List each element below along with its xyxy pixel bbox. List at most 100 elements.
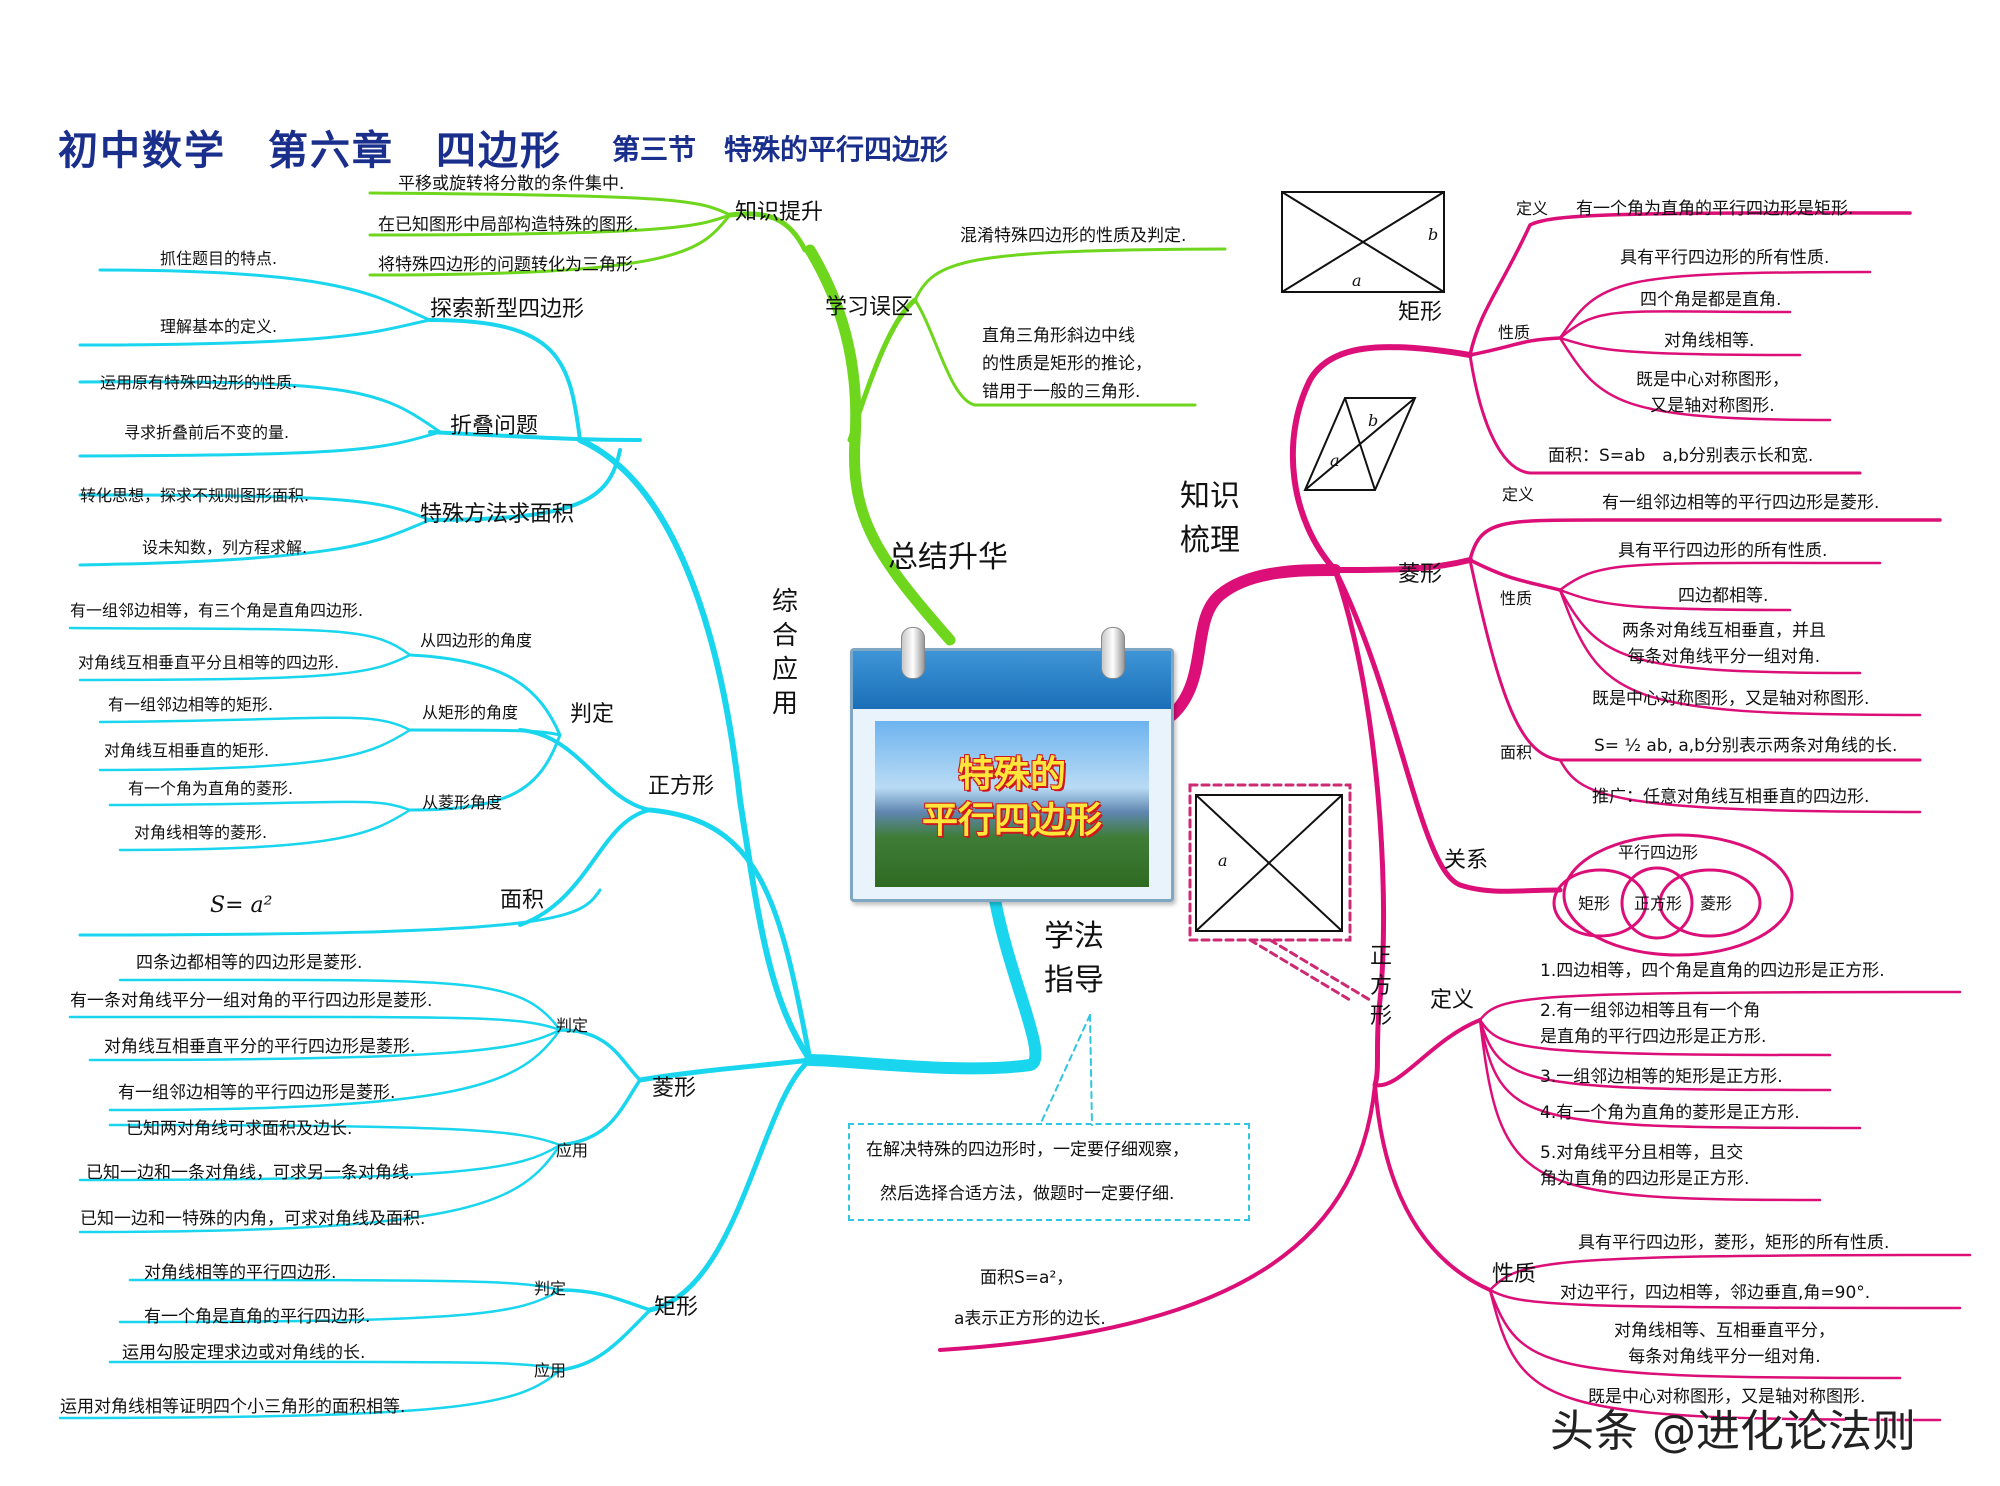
rhombus-use-item: 已知两对角线可求面积及边长.: [126, 1119, 353, 1139]
venn-parallelogram: 平行四边形: [1618, 843, 1699, 862]
square-angle-label: 从菱形角度: [422, 793, 503, 812]
landscape-image: 特殊的 平行四边形: [875, 721, 1149, 887]
rect-side-a: a: [1352, 271, 1362, 290]
explore-item: 理解基本的定义.: [160, 317, 278, 336]
branch-summary: 总结升华: [888, 540, 1008, 575]
rhombus-judge-item: 有一条对角线平分一组对角的平行四边形是菱形.: [70, 991, 433, 1011]
rhombus-prop: 两条对角线互相垂直，并且 每条对角线平分一组对角.: [1622, 621, 1826, 667]
mistake-item: 混淆特殊四边形的性质及判定.: [960, 226, 1187, 246]
square-def-label: 定义: [1430, 988, 1475, 1013]
square-angle-item: 对角线互相垂直的矩形.: [104, 741, 270, 760]
square-angle-item: 有一组邻边相等的矩形.: [108, 695, 274, 714]
rhombus-def-label: 定义: [1502, 485, 1535, 504]
rect-side-b: b: [1428, 225, 1439, 244]
rhombus-judge-item: 四条边都相等的四边形是菱形.: [136, 953, 363, 973]
watermark: 头条 @进化论法则: [1550, 1406, 1916, 1457]
upgrade-item: 在已知图形中局部构造特殊的图形.: [378, 215, 639, 235]
cyan-trunk: [804, 894, 1042, 1075]
square-def: 1.四边相等，四个角是直角的四边形是正方形.: [1540, 961, 1885, 981]
rect-area: 面积：S=ab a,b分别表示长和宽.: [1548, 446, 1814, 466]
rhombus-def: 有一组邻边相等的平行四边形是菱形.: [1602, 493, 1880, 513]
fold-label: 折叠问题: [450, 414, 539, 439]
rect-prop: 既是中心对称图形， 又是轴对称图形.: [1636, 370, 1789, 416]
square-def: 2.有一组邻边相等且有一个角 是直角的平行四边形是正方形.: [1540, 1001, 1767, 1047]
area-method-item: 转化思想，探求不规则图形面积.: [80, 486, 310, 505]
square-area-label: 面积: [500, 888, 545, 913]
rhombus-prop: 四边都相等.: [1678, 586, 1769, 606]
knowledge-rhombus-label: 菱形: [1398, 562, 1443, 587]
rhombus-area: S= ½ ab, a,b分别表示两条对角线的长.: [1594, 736, 1898, 756]
rect-prop: 四个角是都是直角.: [1640, 290, 1782, 310]
rect-def: 有一个角为直角的平行四边形是矩形.: [1576, 199, 1854, 219]
venn-rect: 矩形: [1578, 894, 1611, 913]
section-title: 第三节 特殊的平行四边形: [612, 133, 949, 166]
rhombus-area-label: 面积: [1500, 743, 1533, 762]
upgrade-item: 将特殊四边形的问题转化为三角形.: [378, 255, 639, 275]
rhombus-extend: 推广：任意对角线互相垂直的四边形.: [1592, 787, 1870, 807]
rhombus-use-item: 已知一边和一条对角线，可求另一条对角线.: [86, 1163, 415, 1183]
square-def: 4.有一个角为直角的菱形是正方形.: [1540, 1103, 1800, 1123]
rhombus-diag-b: b: [1368, 411, 1379, 430]
knowledge-rect-label: 矩形: [1398, 300, 1443, 325]
square-def: 3.一组邻边相等的矩形是正方形.: [1540, 1067, 1783, 1087]
center-title-line1: 特殊的: [957, 754, 1066, 795]
square-area-formula: S= a²: [210, 893, 273, 918]
square-angle-item: 对角线相等的菱形.: [134, 823, 268, 842]
rhombus-diag-a: a: [1330, 451, 1340, 470]
rectangle-figure: [1281, 191, 1445, 293]
relation-label: 关系: [1444, 848, 1489, 873]
page-title: 初中数学 第六章 四边形: [58, 128, 562, 174]
apply-rhombus-label: 菱形: [652, 1076, 697, 1101]
rect-def-label: 定义: [1516, 199, 1549, 218]
square-angle-label: 从矩形的角度: [422, 703, 519, 722]
green-to-mistakes: [847, 297, 918, 443]
square-prop: 具有平行四边形，菱形，矩形的所有性质.: [1578, 1233, 1890, 1253]
branch-knowledge: 知识 梳理: [1180, 479, 1240, 558]
rect-prop: 具有平行四边形的所有性质.: [1620, 248, 1830, 268]
square-judge-label: 判定: [570, 702, 615, 727]
method-note-line: 在解决特殊的四边形时，一定要仔细观察，: [866, 1140, 1189, 1160]
rhombus-figure: [1303, 397, 1417, 491]
mistakes-label: 学习误区: [825, 295, 914, 320]
rect-use-item: 运用对角线相等证明四个小三角形的面积相等.: [60, 1397, 406, 1417]
mistake-item: 直角三角形斜边中线 的性质是矩形的推论， 错用于一般的三角形.: [982, 326, 1152, 402]
upgrade-item: 平移或旋转将分散的条件集中.: [398, 174, 625, 194]
rhombus-prop: 具有平行四边形的所有性质.: [1618, 541, 1828, 561]
rhombus-judge-item: 有一组邻边相等的平行四边形是菱形.: [118, 1083, 396, 1103]
rhombus-use-label: 应用: [556, 1141, 589, 1160]
area-method-label: 特殊方法求面积: [420, 502, 575, 527]
apply-square-label: 正方形: [648, 774, 715, 799]
rect-judge-label: 判定: [534, 1279, 567, 1298]
center-title-line2: 平行四边形: [921, 800, 1102, 841]
square-angle-item: 有一组邻边相等，有三个角是直角四边形.: [70, 601, 364, 620]
square-area-line: a表示正方形的边长.: [954, 1309, 1106, 1329]
square-figure: [1195, 794, 1343, 932]
rhombus-prop: 既是中心对称图形，又是轴对称图形.: [1592, 689, 1870, 709]
venn-square: 正方形: [1634, 894, 1683, 913]
square-prop: 对边平行，四边相等，邻边垂直,角=90°.: [1560, 1283, 1871, 1303]
magenta-trunk: [1166, 564, 1341, 721]
knowledge-square-label: 正 方 形: [1370, 944, 1393, 1029]
apply-rect-label: 矩形: [654, 1295, 699, 1320]
rhombus-judge-label: 判定: [556, 1016, 589, 1035]
square-angle-item: 有一个角为直角的菱形.: [128, 779, 294, 798]
square-angle-label: 从四边形的角度: [420, 631, 533, 650]
fold-item: 寻求折叠前后不变的量.: [124, 423, 290, 442]
rect-prop: 对角线相等.: [1664, 331, 1755, 351]
rect-judge-item: 对角线相等的平行四边形.: [144, 1263, 337, 1283]
method-note: 在解决特殊的四边形时，一定要仔细观察， 然后选择合适方法，做题时一定要仔细.: [848, 1123, 1250, 1221]
rhombus-use-item: 已知一边和一特殊的内角，可求对角线及面积.: [80, 1209, 426, 1229]
calendar-ring-icon: [1101, 627, 1125, 679]
calendar-ring-icon: [901, 627, 925, 679]
area-method-item: 设未知数，列方程求解.: [142, 538, 308, 557]
square-area-line: 面积S=a²，: [980, 1268, 1074, 1288]
square-prop: 对角线相等、互相垂直平分， 每条对角线平分一组对角.: [1614, 1321, 1835, 1367]
rect-use-label: 应用: [534, 1361, 567, 1380]
square-prop-label: 性质: [1492, 1262, 1537, 1287]
rect-prop-label: 性质: [1498, 323, 1531, 342]
square-side-a: a: [1218, 851, 1228, 870]
branch-method: 学法 指导: [1044, 919, 1104, 998]
method-note-line: 然后选择合适方法，做题时一定要仔细.: [880, 1184, 1175, 1204]
green-to-upgrade: [727, 211, 808, 253]
